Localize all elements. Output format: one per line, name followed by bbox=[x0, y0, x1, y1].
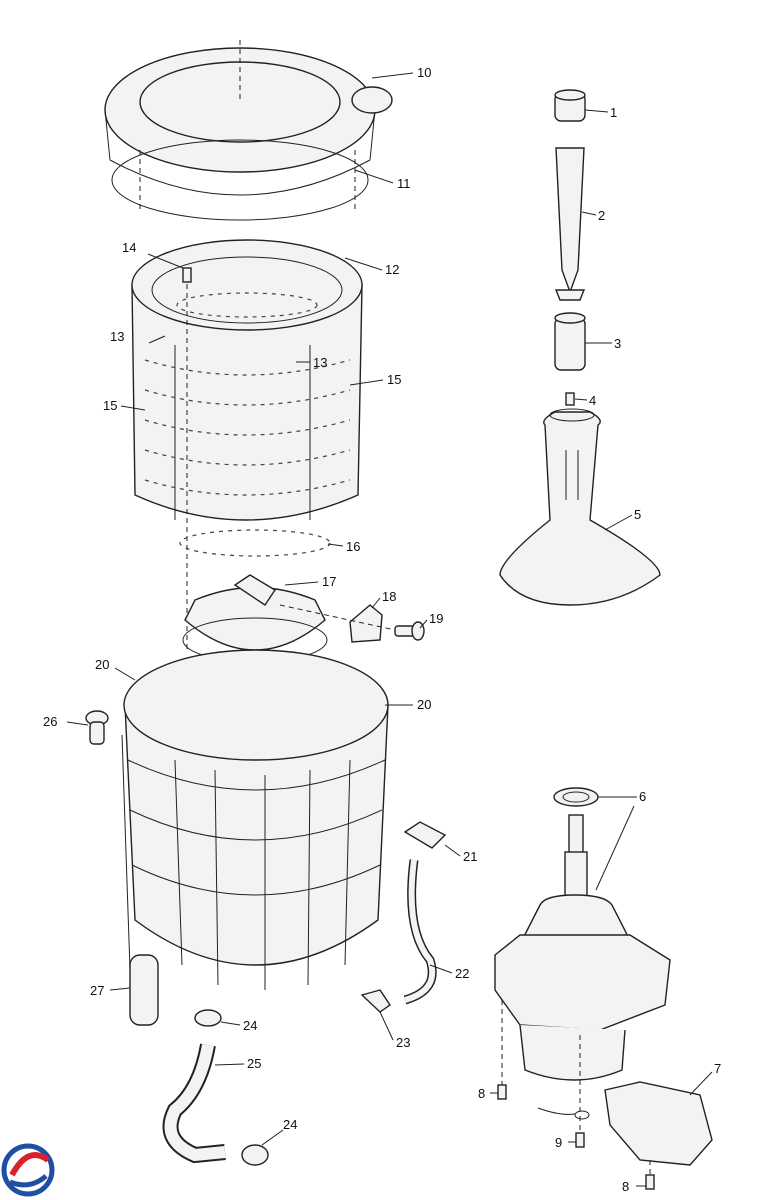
label-3: 3 bbox=[614, 336, 621, 351]
agitator-part bbox=[499, 408, 661, 606]
pressure-knob-part bbox=[85, 710, 109, 745]
label-21: 21 bbox=[463, 849, 477, 864]
label-19: 19 bbox=[429, 611, 443, 626]
seal-ring-part bbox=[111, 139, 369, 221]
basket-gasket-part bbox=[179, 529, 331, 557]
screw-8b-part bbox=[645, 1174, 655, 1190]
hose-clamp-top-part bbox=[194, 1009, 222, 1027]
label-1: 1 bbox=[610, 105, 617, 120]
label-15a: 15 bbox=[103, 398, 117, 413]
hose-clamp-part bbox=[360, 989, 391, 1013]
lint-filter-part bbox=[554, 312, 586, 371]
label-7: 7 bbox=[714, 1061, 721, 1076]
drain-hose-inner bbox=[404, 859, 436, 1003]
label-18: 18 bbox=[382, 589, 396, 604]
part-labels: 1 2 3 4 5 6 7 8 9 8 10 11 12 13 13 14 15… bbox=[43, 65, 721, 1194]
label-9: 9 bbox=[555, 1135, 562, 1150]
label-5: 5 bbox=[634, 507, 641, 522]
leader-lines bbox=[66, 72, 713, 1187]
agitator-foot bbox=[554, 289, 586, 301]
spin-basket-part bbox=[131, 239, 363, 650]
screw-9-part bbox=[575, 1132, 585, 1148]
label-17: 17 bbox=[322, 574, 336, 589]
label-24b: 24 bbox=[283, 1117, 297, 1132]
agitator-cap-part bbox=[554, 89, 586, 122]
label-15b: 15 bbox=[387, 372, 401, 387]
label-26: 26 bbox=[43, 714, 57, 729]
bottom-drain-hose-inner bbox=[164, 1043, 226, 1162]
hub-screw-part bbox=[394, 621, 425, 641]
label-14: 14 bbox=[122, 240, 136, 255]
shaft-nut-part bbox=[553, 787, 599, 807]
label-10: 10 bbox=[417, 65, 431, 80]
label-12: 12 bbox=[385, 262, 399, 277]
basket-hub-part bbox=[182, 574, 328, 663]
label-22: 22 bbox=[455, 966, 469, 981]
agitator-shaft-part bbox=[555, 147, 585, 295]
label-27: 27 bbox=[90, 983, 104, 998]
screw-8a-part bbox=[497, 1084, 507, 1100]
balance-ring-part bbox=[104, 40, 393, 210]
agitator-bolt-part bbox=[565, 392, 575, 406]
label-24a: 24 bbox=[243, 1018, 257, 1033]
label-13b: 13 bbox=[313, 355, 327, 370]
label-8a: 8 bbox=[478, 1086, 485, 1101]
label-23: 23 bbox=[396, 1035, 410, 1050]
motor-wire-washer bbox=[574, 1110, 590, 1120]
motor-wire-part bbox=[537, 1107, 576, 1115]
label-13a: 13 bbox=[110, 329, 124, 344]
label-20b: 20 bbox=[417, 697, 431, 712]
hose-bracket-part bbox=[403, 821, 447, 849]
drain-motor-part bbox=[604, 1081, 713, 1175]
hose-clamp-bottom-part bbox=[241, 1144, 269, 1166]
label-25: 25 bbox=[247, 1056, 261, 1071]
label-8b: 8 bbox=[622, 1179, 629, 1194]
label-11: 11 bbox=[397, 176, 411, 191]
label-16: 16 bbox=[346, 539, 360, 554]
label-2: 2 bbox=[598, 208, 605, 223]
hub-bracket-part bbox=[349, 604, 383, 643]
outer-tub-part bbox=[121, 649, 389, 990]
label-6: 6 bbox=[639, 789, 646, 804]
air-chamber-part bbox=[129, 954, 159, 1026]
label-20a: 20 bbox=[95, 657, 109, 672]
brand-logo-icon bbox=[1, 1143, 55, 1197]
transmission-part bbox=[494, 814, 671, 1135]
label-4: 4 bbox=[589, 393, 596, 408]
